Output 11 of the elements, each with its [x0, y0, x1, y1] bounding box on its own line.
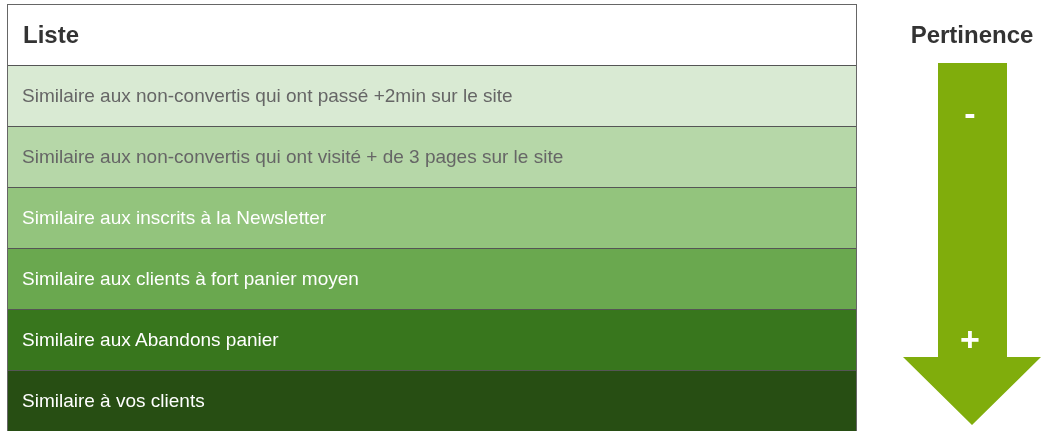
- table-header: Liste: [22, 20, 79, 50]
- minus-sign: -: [963, 96, 977, 130]
- table: [7, 4, 857, 431]
- list-row: Similaire aux non-convertis qui ont visité + de 3 pages sur le site: [8, 126, 856, 187]
- list-row: Similaire à vos clients: [8, 370, 856, 431]
- arrow-title: Pertinence: [909, 20, 1035, 50]
- list-row: Similaire aux non-convertis qui ont passé +2min sur le site: [8, 65, 856, 126]
- list-row: Similaire aux clients à fort panier moyen: [8, 248, 856, 309]
- list-row: Similaire aux inscrits à la Newsletter: [8, 187, 856, 248]
- list-row: Similaire aux Abandons panier: [8, 309, 856, 370]
- plus-sign: +: [959, 322, 981, 356]
